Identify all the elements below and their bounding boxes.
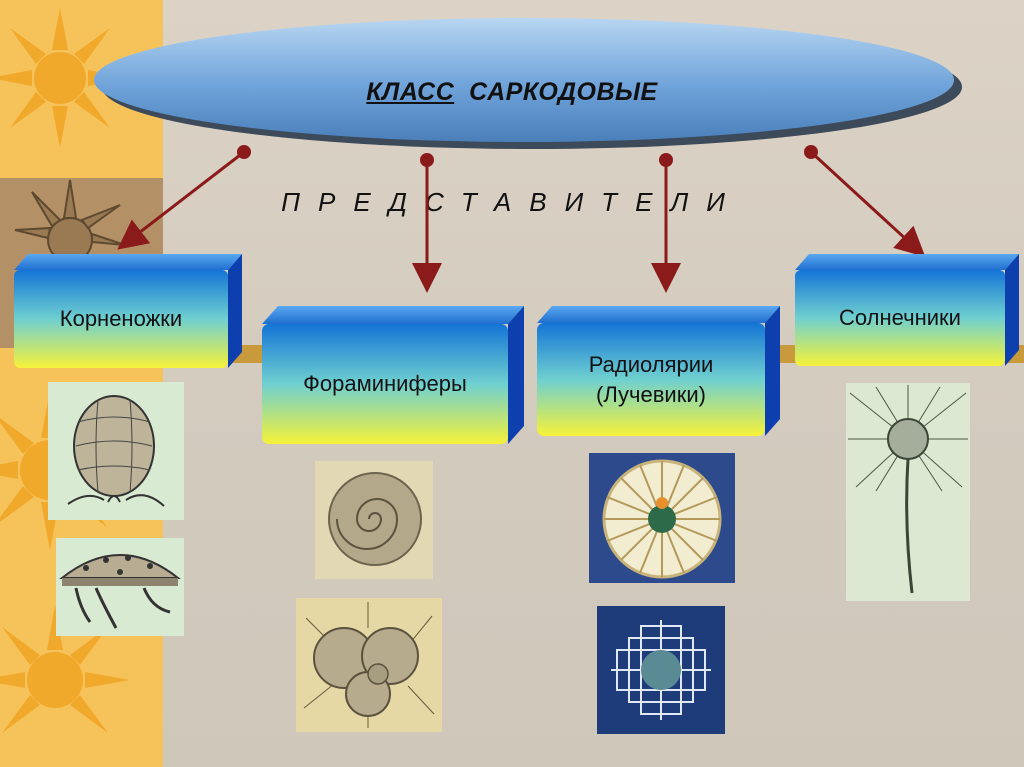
arrow-icon <box>117 150 245 250</box>
subtitle: ПРЕДСТАВИТЕЛИ <box>281 187 743 217</box>
box-bg-3 <box>537 306 780 436</box>
box-bg-1 <box>14 254 242 368</box>
radiolaria-illustration-2 <box>597 606 725 734</box>
box-bg-2 <box>262 306 524 444</box>
title-prefix: КЛАСС <box>366 78 455 106</box>
diagram-title: КЛАСС САРКОДОВЫЕ <box>0 78 1024 107</box>
radiolaria-line2: (Лучевики) <box>596 381 706 407</box>
arrow-icon <box>809 150 926 258</box>
heliozoa-illustration <box>846 383 970 601</box>
rhizopod-illustration-1 <box>48 382 184 520</box>
foraminifera-illustration-2 <box>296 598 442 732</box>
group-label-radiolaria: Радиолярии (Лучевики) <box>537 323 765 436</box>
box-bg-4 <box>795 254 1019 366</box>
group-label-rhizopoda: Корненожки <box>59 306 183 332</box>
foraminifera-illustration-1 <box>315 461 433 579</box>
title-suffix: САРКОДОВЫЕ <box>469 78 658 106</box>
radiolaria-line1: Радиолярии <box>588 351 714 377</box>
group-label-foraminifera: Фораминиферы <box>303 371 467 397</box>
group-label-heliozoa: Солнечники <box>839 305 961 331</box>
title-ellipse <box>94 18 962 149</box>
rhizopod-illustration-2 <box>56 538 184 636</box>
radiolaria-illustration-1 <box>589 453 735 583</box>
